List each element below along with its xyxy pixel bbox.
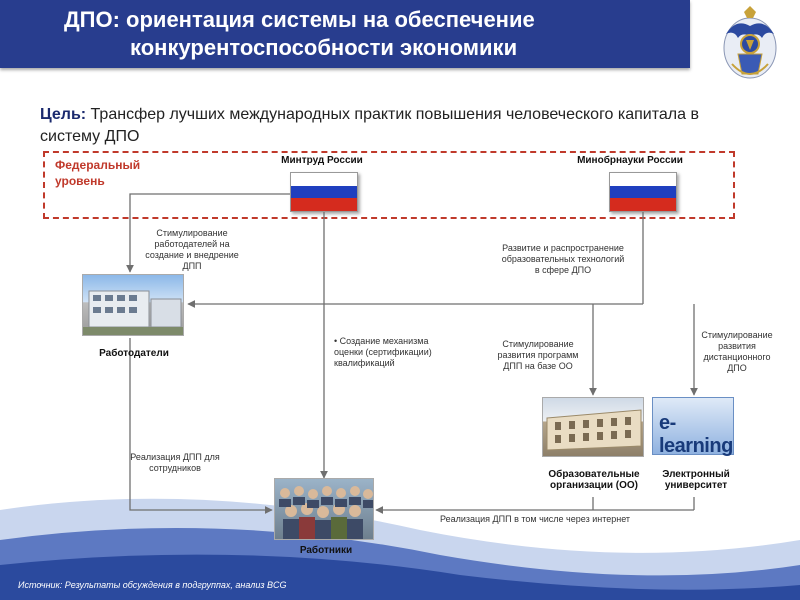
note-tech-development: Развитие и распространение образовательн… [501, 243, 625, 275]
note-dpp-for-staff: Реализация ДПП для сотрудников [130, 452, 220, 473]
employers-label: Работодатели [99, 348, 169, 359]
note-stimulate-distance: Стимулирование развития дистанционного Д… [701, 330, 773, 373]
edu-orgs-label: Образовательные организации (ОО) [548, 469, 640, 491]
federal-level-box [43, 151, 735, 219]
title-line-2: конкурентоспособности экономики [130, 35, 518, 60]
title-bar [0, 0, 690, 68]
decorative-wave [0, 498, 800, 600]
note-qualification-text: Создание механизма оценки (сертификации)… [334, 336, 432, 368]
goal-text: Цель: Трансфер лучших международных прак… [40, 104, 700, 148]
ministry-mintrud: Минтруд России [281, 155, 363, 166]
ministry-minobrnauki: Минобрнауки России [577, 155, 683, 166]
russian-flag-icon [290, 172, 358, 212]
employers-building-image [82, 274, 184, 336]
edu-orgs-building-image [542, 397, 644, 457]
workers-crowd-image [274, 478, 374, 540]
page-title: ДПО: ориентация системы на обеспечение к… [64, 6, 684, 62]
note-dpp-internet: Реализация ДПП в том числе через интерне… [439, 514, 631, 524]
coat-of-arms-icon [723, 6, 777, 79]
goal-label: Цель: [40, 106, 87, 123]
note-stimulate-programs: Стимулирование развития программ ДПП на … [497, 339, 579, 371]
elearning-logo-text: e-learning [659, 412, 733, 457]
e-university-label: Электронный университет [662, 469, 730, 491]
federal-level-label: Федеральный уровень [55, 158, 141, 188]
goal-description: Трансфер лучших международных практик по… [40, 106, 699, 145]
note-qualification: • Создание механизма оценки (сертификаци… [334, 336, 432, 368]
source-note: Источник: Результаты обсуждения в подгру… [18, 580, 287, 590]
note-stimulate-employers: Стимулирование работодателей на создание… [145, 228, 239, 271]
title-line-1: ДПО: ориентация системы на обеспечение [64, 7, 535, 32]
elearning-logo-image: e-learning [652, 397, 734, 457]
workers-label: Работники [299, 545, 353, 556]
russian-flag-icon [609, 172, 677, 212]
